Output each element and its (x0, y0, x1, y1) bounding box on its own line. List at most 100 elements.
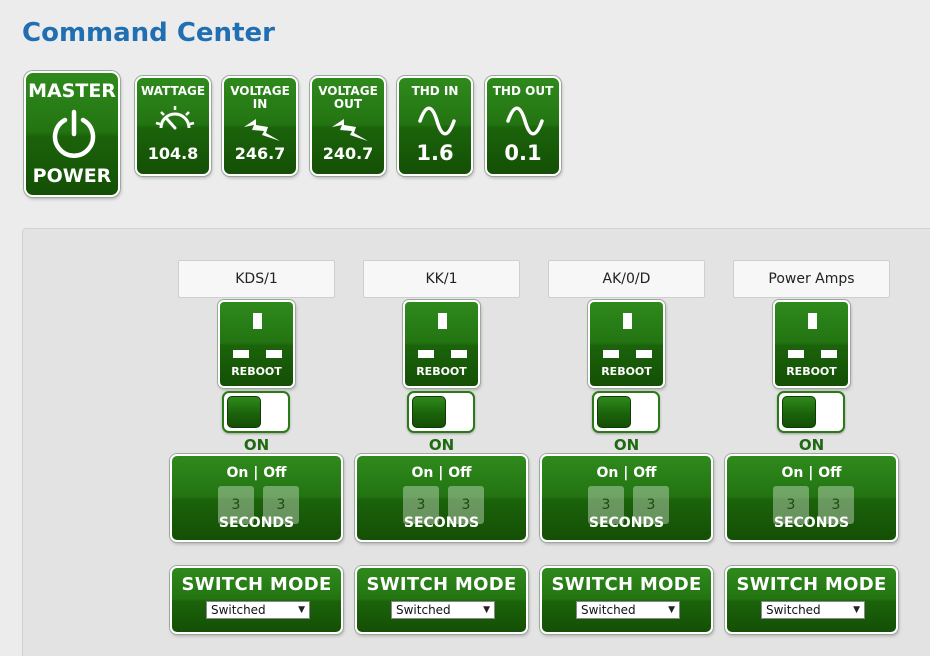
switch-mode-panel: SWITCH MODE Switched ▼ (355, 566, 528, 634)
outlet-reboot-button[interactable]: REBOOT (588, 300, 665, 388)
lightning-icon (244, 119, 280, 141)
socket-earth-pin (623, 313, 632, 329)
toggle-knob (227, 396, 261, 428)
switch-mode-select[interactable]: Switched ▼ (761, 601, 865, 619)
switch-mode-value: Switched (766, 603, 821, 617)
thd-out-meter: THD OUT 0.1 (485, 76, 561, 176)
switch-mode-panel: SWITCH MODE Switched ▼ (540, 566, 713, 634)
switch-mode-select[interactable]: Switched ▼ (391, 601, 495, 619)
timer-label: On | Off (596, 465, 657, 481)
lightning-icon (332, 119, 368, 141)
meter-label: THD IN (411, 84, 459, 98)
outlet-power-toggle[interactable] (777, 391, 845, 433)
outlet-timer: On | Off 3 3 SECONDS (355, 454, 528, 542)
sine-wave-icon (418, 106, 456, 136)
meter-value: 104.8 (147, 144, 199, 163)
seconds-label: SECONDS (403, 515, 480, 531)
switch-mode-title: SWITCH MODE (736, 574, 887, 595)
socket-earth-pin (438, 313, 447, 329)
gauge-icon (155, 106, 195, 130)
outlet-reboot-button[interactable]: REBOOT (403, 300, 480, 388)
switch-mode-value: Switched (581, 603, 636, 617)
outlet-reboot-button[interactable]: REBOOT (218, 300, 295, 388)
master-power-button[interactable]: MASTER POWER (24, 71, 120, 197)
on-seconds-input[interactable]: 3 (773, 486, 809, 524)
toggle-knob (412, 396, 446, 428)
outlet-power-toggle[interactable] (407, 391, 475, 433)
seconds-label: SECONDS (773, 515, 850, 531)
outlet-state-label: ON (613, 436, 640, 454)
reboot-label: REBOOT (601, 365, 652, 378)
socket-earth-pin (808, 313, 817, 329)
switch-mode-select[interactable]: Switched ▼ (206, 601, 310, 619)
switch-mode-select[interactable]: Switched ▼ (576, 601, 680, 619)
wattage-meter: WATTAGE 104.8 (135, 76, 211, 176)
seconds-label: SECONDS (588, 515, 665, 531)
off-seconds-input[interactable]: 3 (633, 486, 669, 524)
timer-label: On | Off (781, 465, 842, 481)
meter-label: VOLTAGE IN (230, 84, 290, 111)
power-icon (52, 109, 96, 158)
outlet-name-field[interactable]: Power Amps (733, 260, 890, 298)
seconds-label: SECONDS (218, 515, 295, 531)
meter-value: 240.7 (322, 144, 374, 163)
outlet-timer: On | Off 3 3 SECONDS (540, 454, 713, 542)
socket-earth-pin (253, 313, 262, 329)
outlet-timer: On | Off 3 3 SECONDS (170, 454, 343, 542)
thd-in-meter: THD IN 1.6 (397, 76, 473, 176)
master-label: MASTER (28, 80, 116, 102)
outlet-column: AK/0/D REBOOT ON On | Off 3 3 SECONDS SW… (540, 229, 718, 656)
reboot-label: REBOOT (416, 365, 467, 378)
meter-label: WATTAGE (140, 84, 206, 98)
switch-mode-panel: SWITCH MODE Switched ▼ (725, 566, 898, 634)
reboot-label: REBOOT (786, 365, 837, 378)
socket-neutral-pin (451, 350, 467, 358)
dropdown-arrow-icon: ▼ (853, 605, 860, 615)
socket-live-pin (603, 350, 619, 358)
off-seconds-input[interactable]: 3 (263, 486, 299, 524)
on-seconds-input[interactable]: 3 (588, 486, 624, 524)
outlet-power-toggle[interactable] (592, 391, 660, 433)
socket-neutral-pin (266, 350, 282, 358)
switch-mode-panel: SWITCH MODE Switched ▼ (170, 566, 343, 634)
dropdown-arrow-icon: ▼ (668, 605, 675, 615)
off-seconds-input[interactable]: 3 (818, 486, 854, 524)
timer-label: On | Off (226, 465, 287, 481)
socket-neutral-pin (636, 350, 652, 358)
meter-value: 1.6 (416, 141, 454, 165)
outlet-name-field[interactable]: KK/1 (363, 260, 520, 298)
outlet-state-label: ON (798, 436, 825, 454)
outlet-state-label: ON (428, 436, 455, 454)
off-seconds-input[interactable]: 3 (448, 486, 484, 524)
outlet-state-label: ON (243, 436, 270, 454)
outlet-power-toggle[interactable] (222, 391, 290, 433)
meter-label: VOLTAGE OUT (318, 84, 378, 111)
socket-live-pin (233, 350, 249, 358)
voltage-out-meter: VOLTAGE OUT 240.7 (310, 76, 386, 176)
meter-value: 246.7 (234, 144, 286, 163)
switch-mode-value: Switched (396, 603, 451, 617)
meter-value: 0.1 (504, 141, 542, 165)
switch-mode-title: SWITCH MODE (551, 574, 702, 595)
socket-neutral-pin (821, 350, 837, 358)
dropdown-arrow-icon: ▼ (483, 605, 490, 615)
outlet-timer: On | Off 3 3 SECONDS (725, 454, 898, 542)
outlet-reboot-button[interactable]: REBOOT (773, 300, 850, 388)
outlet-name-field[interactable]: KDS/1 (178, 260, 335, 298)
switch-mode-title: SWITCH MODE (181, 574, 332, 595)
timer-label: On | Off (411, 465, 472, 481)
outlet-column: KDS/1 REBOOT ON On | Off 3 3 SECONDS SWI… (170, 229, 348, 656)
outlet-name-field[interactable]: AK/0/D (548, 260, 705, 298)
reboot-label: REBOOT (231, 365, 282, 378)
outlet-column: KK/1 REBOOT ON On | Off 3 3 SECONDS SWIT… (355, 229, 533, 656)
on-seconds-input[interactable]: 3 (403, 486, 439, 524)
toggle-knob (597, 396, 631, 428)
socket-live-pin (418, 350, 434, 358)
socket-live-pin (788, 350, 804, 358)
switch-mode-title: SWITCH MODE (366, 574, 517, 595)
on-seconds-input[interactable]: 3 (218, 486, 254, 524)
toggle-knob (782, 396, 816, 428)
meter-label: THD OUT (492, 84, 554, 98)
outlets-panel: KDS/1 REBOOT ON On | Off 3 3 SECONDS SWI… (22, 228, 930, 656)
voltage-in-meter: VOLTAGE IN 246.7 (222, 76, 298, 176)
